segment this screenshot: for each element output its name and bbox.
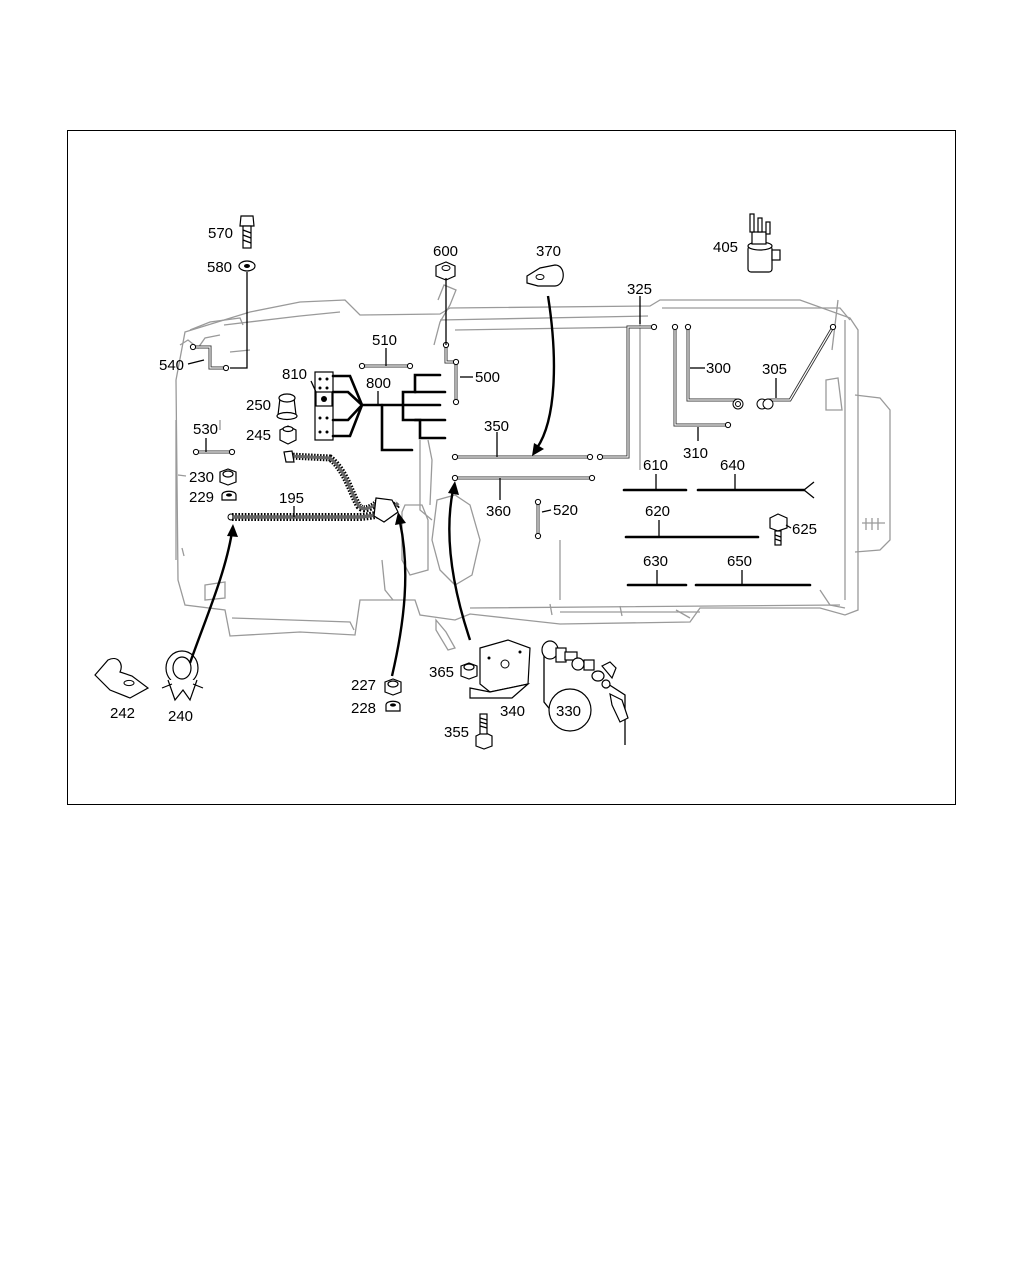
nut-365 [460,662,478,680]
label-325: 325 [627,281,652,298]
nut-227 [384,678,402,696]
washer-580 [238,260,256,272]
washer-228 [385,700,401,712]
washer-229 [221,490,237,501]
label-500: 500 [475,369,500,386]
clamp-240 [161,650,204,702]
diagram-frame [67,130,956,805]
label-800: 800 [366,375,391,392]
bolt-355 [475,713,493,750]
label-330: 330 [556,703,581,720]
clip-242 [94,658,150,699]
bracket-340 [469,639,531,699]
leader-lines [187,272,792,585]
bolt-570 [239,215,255,249]
part-labels: 570 580 540 600 370 325 405 510 500 810 … [110,225,817,741]
label-610: 610 [643,457,668,474]
label-510: 510 [372,332,397,349]
label-350: 350 [484,418,509,435]
brake-pipes [191,325,835,538]
label-365: 365 [429,664,454,681]
label-229: 229 [189,489,214,506]
switch-assembly-330 [541,640,629,745]
wiring-harness-800 [331,373,447,452]
clip-370 [526,264,564,287]
brake-hose-195 [232,450,402,523]
assembly-arrows [188,295,556,677]
label-580: 580 [207,259,232,276]
pressure-switch-405 [747,213,781,273]
label-227: 227 [351,677,376,694]
label-650: 650 [727,553,752,570]
bolt-625 [769,513,788,546]
bleeder-245 [279,425,297,445]
label-300: 300 [706,360,731,377]
vehicle-floor-outline [175,284,891,651]
label-625: 625 [792,521,817,538]
label-530: 530 [193,421,218,438]
label-640: 640 [720,457,745,474]
label-310: 310 [683,445,708,462]
label-405: 405 [713,239,738,256]
label-360: 360 [486,503,511,520]
label-245: 245 [246,427,271,444]
cap-250 [276,393,298,421]
label-242: 242 [110,705,135,722]
label-370: 370 [536,243,561,260]
label-620: 620 [645,503,670,520]
label-230: 230 [189,469,214,486]
label-250: 250 [246,397,271,414]
label-600: 600 [433,243,458,260]
label-240: 240 [168,708,193,725]
label-630: 630 [643,553,668,570]
pipe-lengths [622,481,815,587]
label-355: 355 [444,724,469,741]
label-305: 305 [762,361,787,378]
nut-600 [435,261,456,281]
distributor-block-810 [314,371,334,441]
label-520: 520 [553,502,578,519]
label-228: 228 [351,700,376,717]
label-540: 540 [159,357,184,374]
label-570: 570 [208,225,233,242]
label-195: 195 [279,490,304,507]
label-340: 340 [500,703,525,720]
label-810: 810 [282,366,307,383]
nut-230 [219,468,237,486]
